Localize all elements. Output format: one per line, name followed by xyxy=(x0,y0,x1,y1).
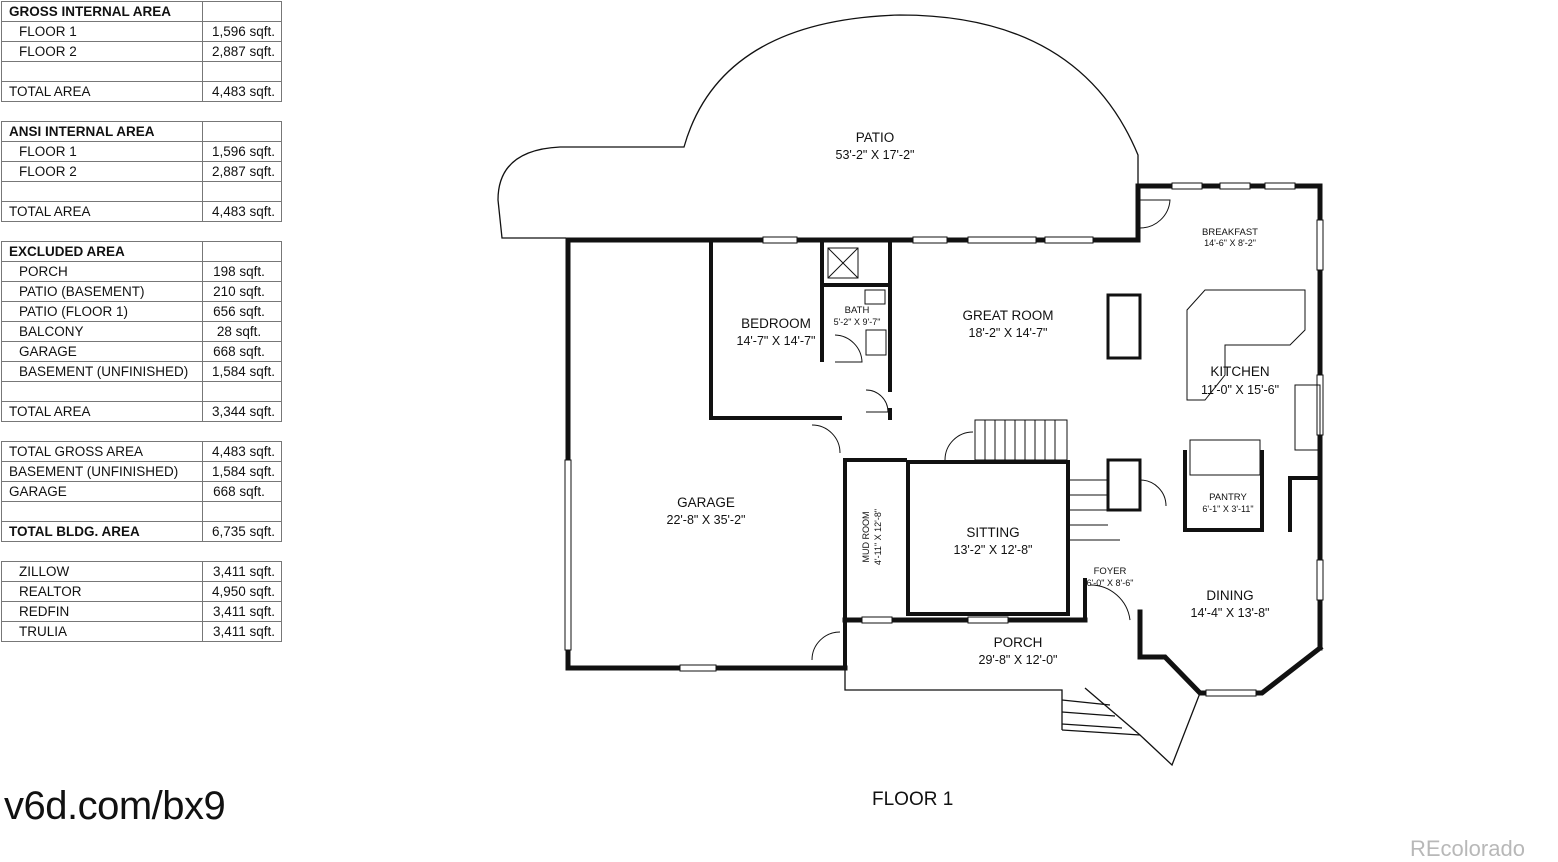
table-row-empty xyxy=(1,181,282,202)
table-row: BASEMENT (UNFINISHED)1,584 sqft. xyxy=(1,461,282,482)
bedroom-name: BEDROOM xyxy=(741,316,811,331)
bedroom-dims: 14'-7" X 14'-7" xyxy=(737,334,816,348)
sitting-name: SITTING xyxy=(966,525,1019,540)
porch-outline xyxy=(844,668,1201,767)
kitchen-name: KITCHEN xyxy=(1210,364,1269,379)
tour-url: v6d.com/bx9 xyxy=(4,784,226,828)
patio-name: PATIO xyxy=(856,130,895,145)
breakfast-dims: 14'-6" X 8'-2" xyxy=(1204,238,1256,248)
kitchen-dims: 11'-0" X 15'-6" xyxy=(1201,383,1279,397)
doors xyxy=(811,199,1171,661)
table-title: ANSI INTERNAL AREA xyxy=(1,121,203,142)
pantry-name: PANTRY xyxy=(1209,492,1247,503)
great-room-dims: 18'-2" X 14'-7" xyxy=(969,326,1048,340)
kitchen-island xyxy=(1186,289,1321,476)
pantry-dims: 6'-1" X 3'-11" xyxy=(1202,504,1253,514)
dining-dims: 14'-4" X 13'-8" xyxy=(1191,606,1270,620)
patio-dims: 53'-2" X 17'-2" xyxy=(836,148,915,162)
table-row-empty xyxy=(1,501,282,522)
sitting-dims: 13'-2" X 12'-8" xyxy=(954,543,1033,557)
porch-name: PORCH xyxy=(994,635,1043,650)
dining-name: DINING xyxy=(1206,588,1253,603)
table-row: PATIO (FLOOR 1)656 sqft. xyxy=(1,301,282,322)
foyer-name: FOYER xyxy=(1094,566,1127,577)
bath-name: BATH xyxy=(845,305,870,316)
patio-outline xyxy=(497,14,1139,239)
garage-name: GARAGE xyxy=(677,495,735,510)
bath-dims: 5'-2" X 9'-7" xyxy=(834,317,881,327)
garage-dims: 22'-8" X 35'-2" xyxy=(667,513,746,527)
mud-room-dims: 4'-11" X 12'-8" xyxy=(873,509,883,565)
foyer-dims: 6'-0" X 8'-6" xyxy=(1087,578,1134,588)
watermark: REcolorado xyxy=(1410,836,1525,861)
mud-room-name: MUD ROOM xyxy=(861,512,871,563)
breakfast-name: BREAKFAST xyxy=(1202,227,1258,238)
great-room-name: GREAT ROOM xyxy=(962,308,1053,323)
room-labels: PATIO 53'-2" X 17'-2" BREAKFAST 14'-6" X… xyxy=(667,130,1280,667)
floor-label: FLOOR 1 xyxy=(872,789,954,810)
interior-walls xyxy=(709,238,1322,670)
bath-fixtures xyxy=(827,247,887,356)
stairs xyxy=(974,419,1120,541)
table-row: PATIO (BASEMENT)210 sqft. xyxy=(1,281,282,302)
porch-dims: 29'-8" X 12'-0" xyxy=(979,653,1058,667)
